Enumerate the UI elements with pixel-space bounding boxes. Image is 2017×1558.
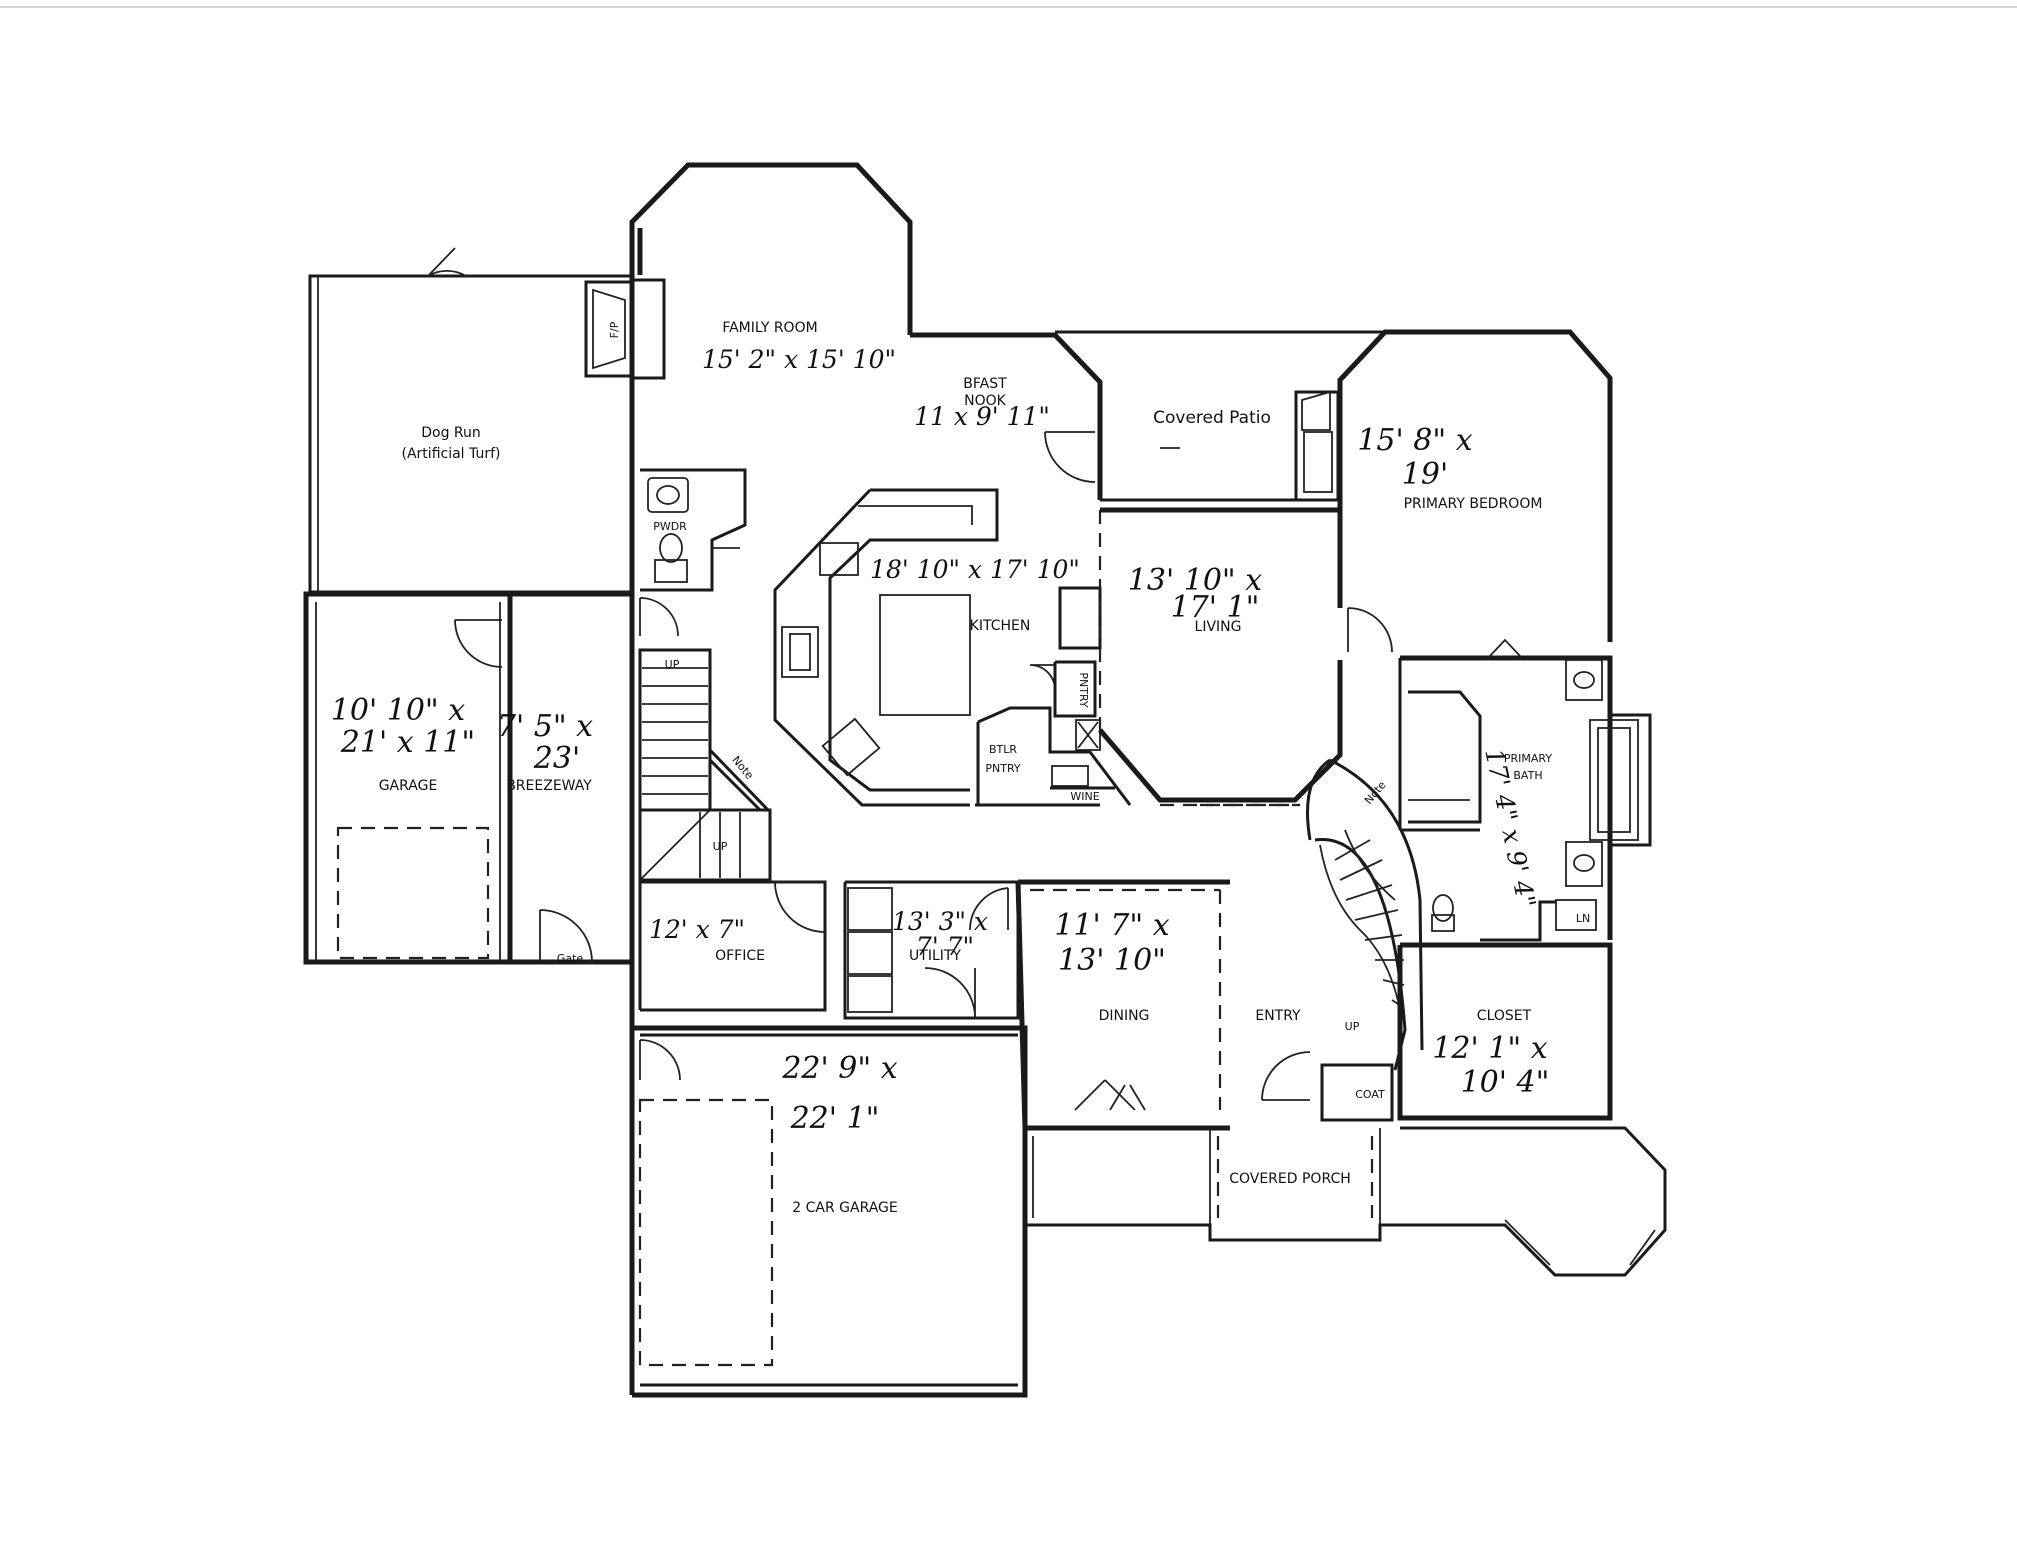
pantry-walls [976,586,1132,806]
closet-walls [1397,942,1613,1121]
living-walls [1098,507,1343,807]
family-room-label: FAMILY ROOM [722,320,817,336]
dog-run-label-line2: (Artificial Turf) [402,446,501,462]
two-car-garage-label: 2 CAR GARAGE [792,1200,898,1216]
rear-stairs [638,648,772,882]
powder-walls [640,468,747,592]
office-label: OFFICE [715,948,765,964]
wine-label: WINE [1070,790,1099,803]
top-scan-edge [0,6,2017,8]
gate-label: Gate [557,952,584,965]
utility-label: UTILITY [909,948,961,964]
garage-walls [303,591,632,965]
linen-label: LN [1576,912,1590,925]
rear-landing-up-label: UP [713,840,728,853]
primary-bedroom-size-line1: 15' 8" x [1357,423,1472,458]
dining-label: DINING [1099,1008,1150,1024]
garage-size-line1: 10' 10" x [331,693,465,728]
fireplace-label: F/P [608,321,621,338]
breezeway-label: BREEZEWAY [506,778,592,794]
living-size-line2: 17' 1" [1171,590,1260,625]
living-label: LIVING [1195,619,1242,635]
coat-label: COAT [1355,1088,1385,1101]
family-room-size: 15' 2" x 15' 10" [702,345,896,374]
kitchen-cabinets [773,488,999,807]
entry-label: ENTRY [1255,1008,1301,1024]
primary-bedroom-size-line2: 19' [1402,457,1448,492]
dining-size-line2: 13' 10" [1058,943,1166,978]
powder-hall-door [639,597,679,637]
fireplace: F/P [584,278,666,380]
rear-stairs-up-label: UP [665,658,680,671]
bfast-nook-label-line1: BFAST [963,376,1007,392]
covered-porch-walls [1023,1126,1667,1277]
closet-size-line2: 10' 4" [1461,1065,1550,1100]
breezeway-size-line2: 23' [533,741,580,776]
stairs-note-left: Note [729,754,756,782]
primary-bath-walls [1398,638,1652,942]
powder-label: PWDR [653,520,687,533]
living-size-line1: 13' 10" x [1128,563,1262,598]
closet-size-line1: 12' 1" x [1432,1031,1547,1066]
primary-bath-label-line1: PRIMARY [1504,752,1552,765]
garage-label: GARAGE [379,778,438,794]
bfast-nook-label-line2: NOOK [964,393,1007,409]
kitchen-label: KITCHEN [970,618,1031,634]
bfast-nook-walls [910,332,1103,500]
butler-pantry-label-line1: BTLR [989,743,1017,756]
office-walls [640,880,827,1012]
covered-patio-label: Covered Patio [1153,408,1271,428]
primary-bedroom-label: PRIMARY BEDROOM [1404,496,1543,512]
office-size: 12' x 7" [649,915,745,944]
closet-label: CLOSET [1477,1008,1532,1024]
utility-walls [843,880,1020,1020]
dog-run-label-line1: Dog Run [421,425,481,441]
breezeway-size-line1: 7' 5" x [497,709,593,744]
dog-run-walls [308,247,634,594]
utility-size-line2: 7' 7" [916,932,974,961]
central-hall-walls [629,588,1300,1395]
pantry-label: PNTRY [1077,672,1090,708]
two-car-garage-size-line2: 22' 1" [790,1101,880,1136]
dining-size-line1: 11' 7" x [1054,908,1169,943]
two-car-garage-size-line1: 22' 9" x [781,1051,897,1086]
bfast-nook-size: 11 x 9' 11" [914,402,1050,431]
entry-stairs-up-label: UP [1345,1020,1360,1033]
dining-walls [1015,879,1230,1131]
kitchen-size: 18' 10" x 17' 10" [870,555,1080,584]
primary-bedroom-walls [1337,329,1613,653]
butler-pantry-label-line2: PNTRY [985,762,1021,775]
garage-size-line2: 21' x 11" [340,725,475,760]
utility-size-line1: 13' 3" x [892,907,988,936]
primary-bath-label-line2: BATH [1513,769,1542,782]
covered-porch-label: COVERED PORCH [1229,1171,1351,1187]
